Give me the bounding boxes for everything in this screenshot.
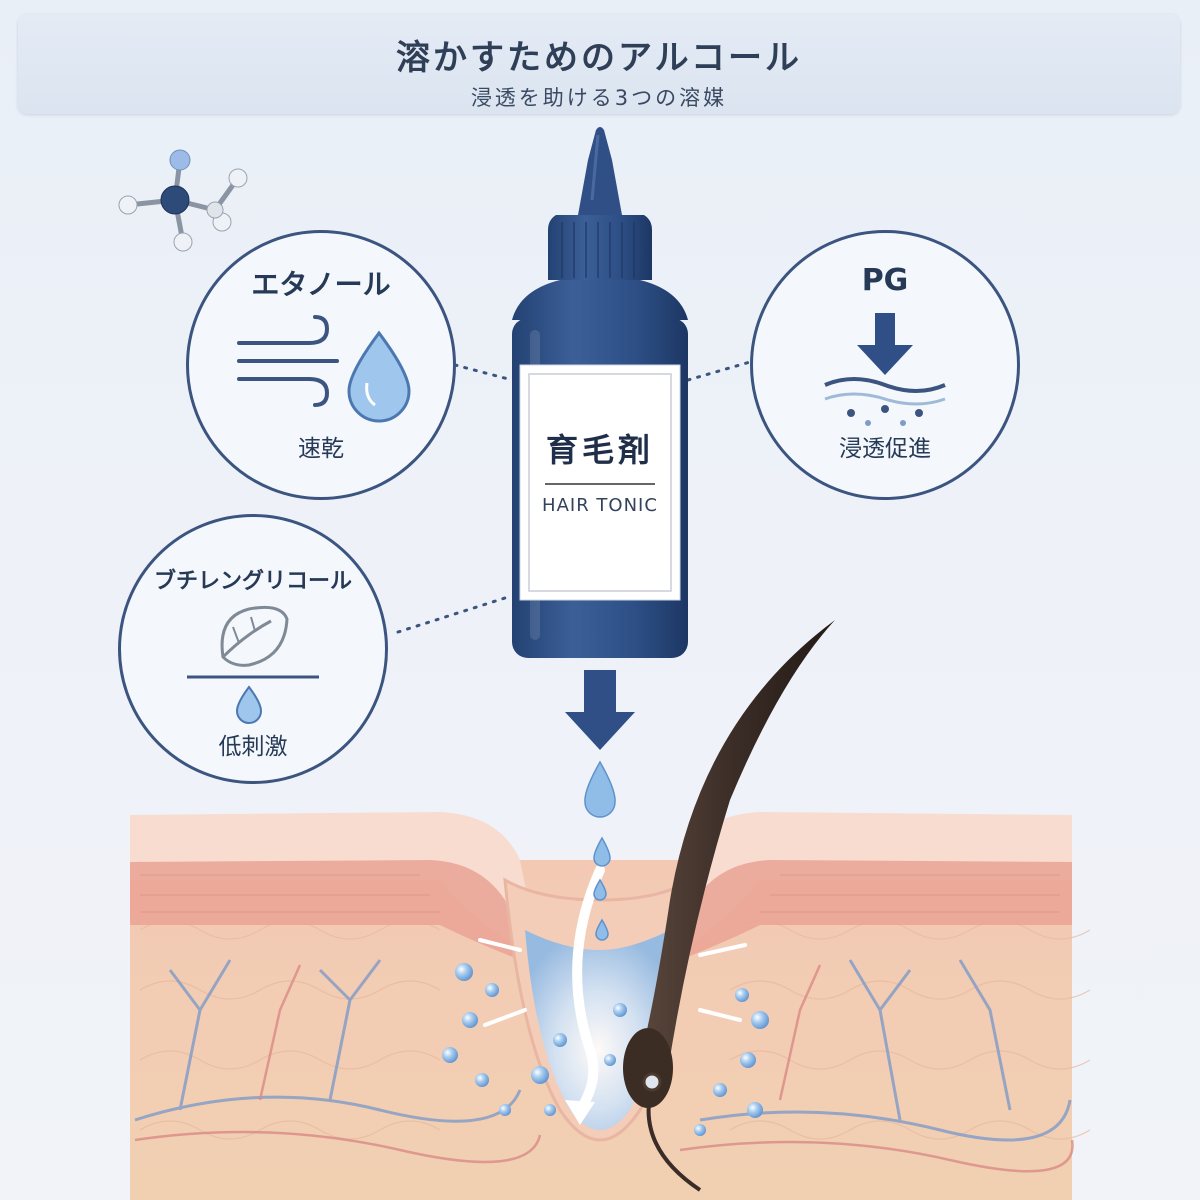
- solvent-name: エタノール: [251, 268, 391, 301]
- solvent-card-butylene-glycol: ブチレングリコール 低刺激: [118, 514, 388, 784]
- page-subtitle: 浸透を助ける3つの溶媒: [470, 86, 728, 110]
- penetration-arrow-icon: [824, 313, 946, 426]
- solvent-card-pg: PG 浸透促進: [750, 230, 1020, 500]
- skin-cross-section: [130, 620, 1091, 1200]
- leaf-drop-icon: [187, 605, 319, 724]
- down-arrow-icon: [565, 670, 635, 750]
- penetration-bubbles: [442, 963, 769, 1136]
- solvent-feature: 浸透促進: [839, 436, 931, 462]
- hair-tonic-bottle: [512, 127, 688, 658]
- page-title: 溶かすためのアルコール: [396, 38, 802, 78]
- wind-drop-icon: [237, 315, 411, 423]
- bottle-label-japanese: 育毛剤: [545, 431, 654, 469]
- solvent-feature: 速乾: [298, 436, 344, 462]
- solvent-feature: 低刺激: [218, 734, 288, 760]
- solvent-name: ブチレングリコール: [153, 569, 352, 594]
- connector-lines: [396, 360, 752, 634]
- molecule-icon: [118, 149, 248, 252]
- bottle-label: 育毛剤 HAIR TONIC: [520, 365, 680, 600]
- solvent-card-ethanol: エタノール 速乾: [186, 230, 456, 500]
- header-banner: 溶かすためのアルコール 浸透を助ける3つの溶媒: [18, 14, 1180, 114]
- bottle-label-english: HAIR TONIC: [542, 495, 658, 516]
- falling-droplets: [584, 760, 616, 941]
- solvent-name: PG: [861, 263, 909, 298]
